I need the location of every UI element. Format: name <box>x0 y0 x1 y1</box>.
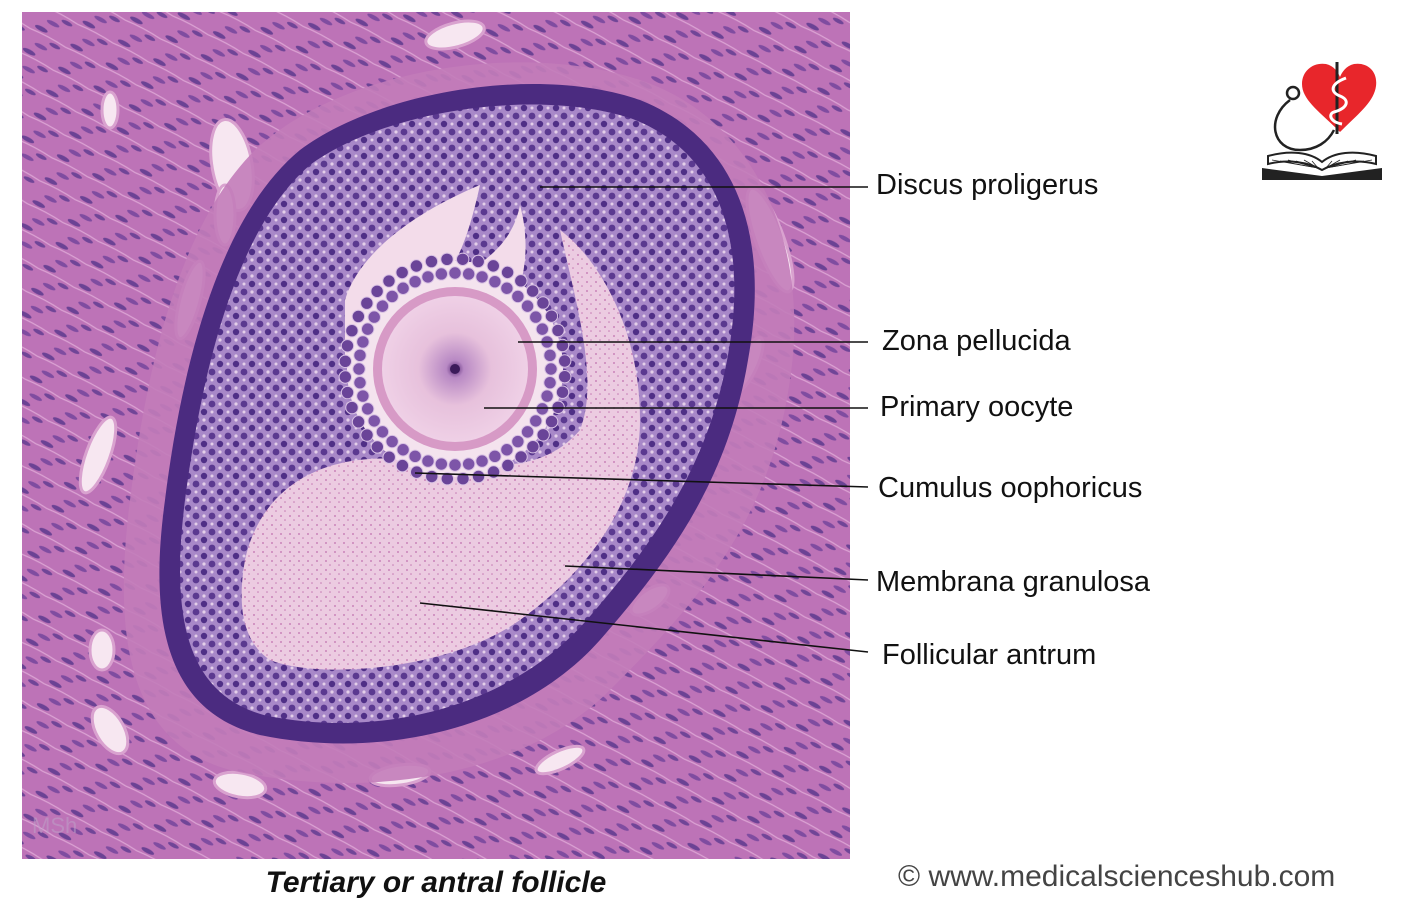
label-follicular-antrum: Follicular antrum <box>882 639 1097 671</box>
copyright-text: © www.medicalscienceshub.com <box>898 860 1336 893</box>
label-primary-oocyte: Primary oocyte <box>880 391 1074 423</box>
label-cumulus-oophoricus: Cumulus oophoricus <box>878 472 1143 504</box>
label-membrana-granulosa: Membrana granulosa <box>876 566 1151 598</box>
label-zona-pellucida: Zona pellucida <box>882 325 1071 357</box>
watermark: MSh <box>32 813 78 838</box>
heart-caduceus-book-logo <box>1262 62 1382 180</box>
figure-caption: Tertiary or antral follicle <box>265 866 607 899</box>
label-discus-proligerus: Discus proligerus <box>876 169 1099 201</box>
